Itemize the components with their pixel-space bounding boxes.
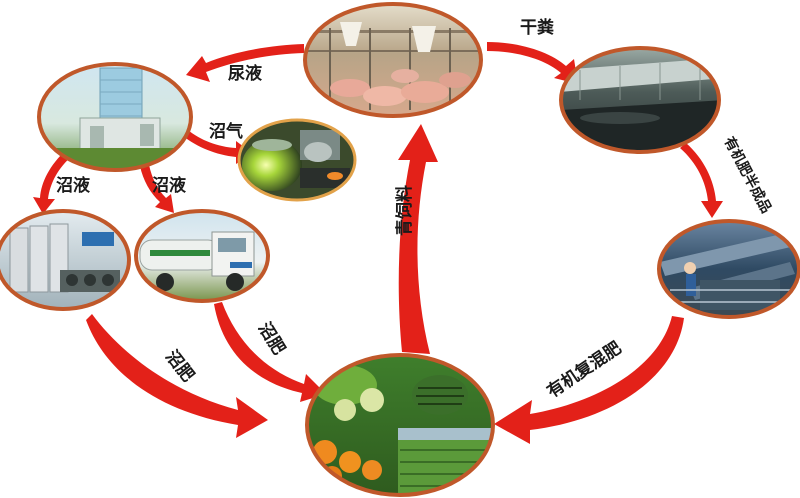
arrow-fertilizer-left	[86, 314, 268, 438]
label-biogas: 沼气	[209, 121, 243, 142]
crops-field-photo	[305, 353, 495, 497]
arrow-urine	[186, 44, 304, 82]
label-slurry-right: 沼液	[152, 175, 186, 196]
label-urine-liquid: 尿液	[228, 63, 262, 84]
biogas-tower-photo	[37, 62, 193, 172]
arrow-dry-manure	[487, 42, 578, 84]
arrow-compound	[494, 316, 684, 444]
arrow-green-feed	[398, 124, 438, 354]
control-room-photo	[0, 209, 131, 311]
label-fertilizer-left: 沼肥	[161, 346, 198, 386]
biogas-lamp-photo	[237, 118, 357, 202]
manure-shed-photo	[559, 46, 721, 154]
arrow-biogas	[183, 130, 252, 164]
tanker-truck-photo	[134, 209, 270, 303]
arrow-fertilizer-mid	[214, 302, 326, 402]
label-green-feed: 青饲料	[394, 185, 415, 236]
arrow-slurry-right	[140, 165, 174, 213]
label-dry-manure: 干粪	[520, 17, 554, 38]
arrow-semi-finished	[680, 143, 723, 218]
label-slurry-left: 沼液	[56, 175, 90, 196]
processing-machine-photo	[657, 219, 800, 319]
pig-house-photo	[303, 2, 483, 118]
arrow-slurry-left	[33, 150, 73, 214]
label-semi-finished: 有机肥半成品	[720, 134, 774, 216]
label-fertilizer-mid: 沼肥	[254, 319, 290, 359]
